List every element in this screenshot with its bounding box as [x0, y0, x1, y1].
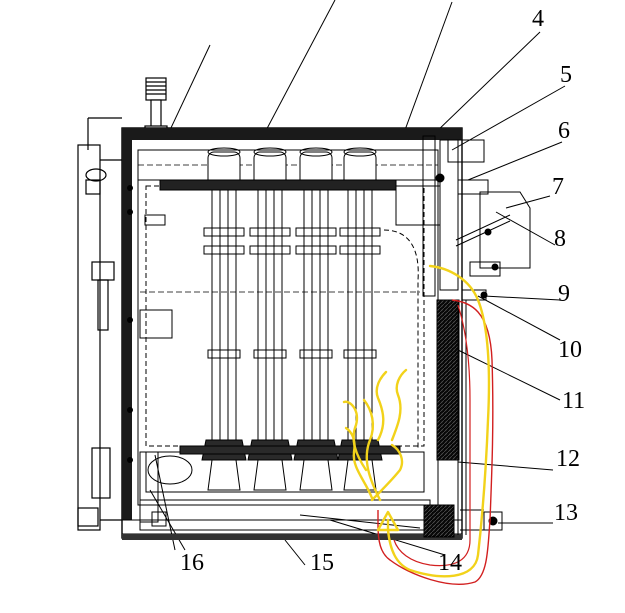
label-12: 12	[556, 446, 580, 472]
label-14: 14	[438, 550, 462, 576]
label-9: 9	[558, 281, 570, 307]
label-5: 5	[560, 62, 572, 88]
flame-annotation	[342, 264, 491, 578]
label-10: 10	[558, 337, 582, 363]
burner-tube-3	[293, 147, 339, 491]
label-11: 11	[562, 388, 585, 414]
burner-tube-1	[201, 147, 247, 491]
burner-tube-2	[247, 147, 293, 491]
red-annotation-path	[377, 299, 494, 585]
label-16: 16	[180, 550, 204, 576]
label-8: 8	[554, 226, 566, 252]
label-7: 7	[552, 174, 564, 200]
label-6: 6	[558, 118, 570, 144]
label-4: 4	[532, 6, 544, 32]
boiler-body	[121, 127, 463, 540]
label-15: 15	[310, 550, 334, 576]
number-labels: 4 5 6 7 8 9 10 11 12 13 14 15 16	[180, 6, 585, 576]
burner-tubes	[159, 147, 401, 491]
red-annotation-inner	[393, 304, 471, 567]
hatched-exchanger	[436, 299, 460, 461]
right-assembly	[423, 139, 531, 538]
left-fittings	[77, 117, 122, 531]
burner-tube-4	[337, 147, 383, 491]
label-13: 13	[554, 500, 578, 526]
